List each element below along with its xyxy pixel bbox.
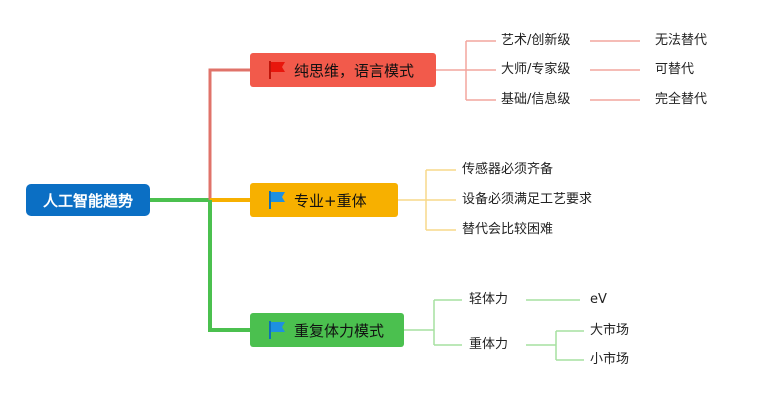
flag-icon bbox=[269, 61, 285, 79]
branch-label: 纯思维，语言模式 bbox=[294, 61, 415, 80]
branch-label: 重复体力模式 bbox=[294, 321, 385, 340]
root-node[interactable]: 人工智能趋势 bbox=[26, 184, 150, 216]
leaf-sensors[interactable]: 传感器必须齐备 bbox=[462, 162, 554, 177]
leaf-small-market[interactable]: 小市场 bbox=[590, 352, 630, 367]
leaf-light-labor[interactable]: 轻体力 bbox=[469, 292, 509, 307]
flag-icon bbox=[269, 321, 285, 339]
leaf-ev[interactable]: eV bbox=[590, 292, 607, 307]
leaf-heavy-labor[interactable]: 重体力 bbox=[469, 337, 509, 352]
leaf-difficult[interactable]: 替代会比较困难 bbox=[462, 222, 554, 237]
leaf-irreplaceable[interactable]: 无法替代 bbox=[655, 33, 708, 48]
leaf-big-market[interactable]: 大市场 bbox=[590, 323, 630, 338]
leaf-master-expert[interactable]: 大师/专家级 bbox=[501, 62, 571, 77]
branch-node-repetitive-labor[interactable]: 重复体力模式 bbox=[250, 313, 404, 347]
flag-icon bbox=[269, 191, 285, 209]
leaf-basic-info[interactable]: 基础/信息级 bbox=[501, 92, 571, 107]
leaf-fully-replaceable[interactable]: 完全替代 bbox=[655, 92, 708, 107]
leaf-art-innovation[interactable]: 艺术/创新级 bbox=[501, 33, 571, 48]
branch-node-professional-heavy[interactable]: 专业+重体 bbox=[250, 183, 398, 217]
branch-label: 专业+重体 bbox=[294, 191, 367, 210]
leaf-replaceable[interactable]: 可替代 bbox=[655, 62, 695, 77]
leaf-equipment[interactable]: 设备必须满足工艺要求 bbox=[462, 192, 593, 207]
root-label: 人工智能趋势 bbox=[42, 191, 133, 210]
branch-node-thinking-language[interactable]: 纯思维，语言模式 bbox=[250, 53, 436, 87]
